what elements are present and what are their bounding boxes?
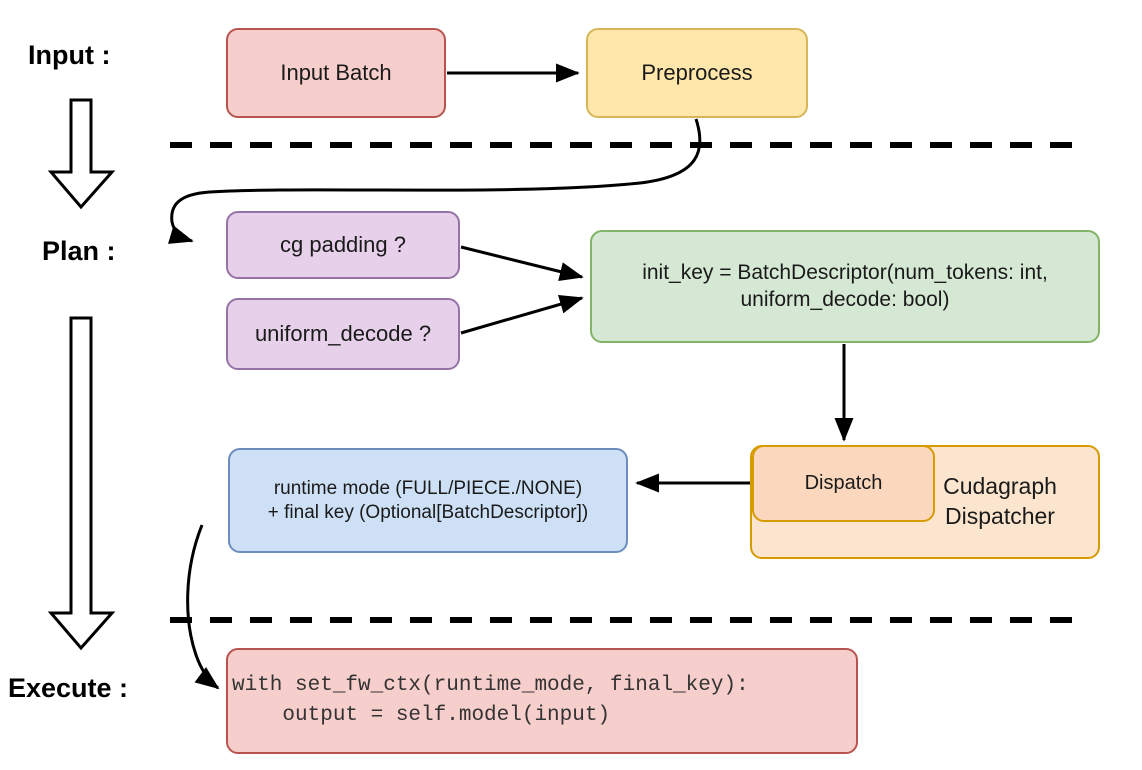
runtime-mode-to-exec-code-arrow xyxy=(186,524,220,690)
node-preprocess-label: Preprocess xyxy=(641,60,753,86)
plan-to-execute-arrow xyxy=(47,316,116,651)
node-cudagraph-dispatcher-label: Cudagraph Dispatcher xyxy=(943,473,1057,529)
node-cg-padding-label: cg padding ? xyxy=(280,232,406,258)
stage-label-input: Input : xyxy=(28,40,111,70)
node-runtime-mode-line1: runtime mode (FULL/PIECE./NONE) xyxy=(273,477,583,499)
stage-label-plan: Plan : xyxy=(42,236,116,266)
node-dispatch[interactable]: Dispatch xyxy=(752,445,935,522)
node-runtime-mode[interactable]: runtime mode (FULL/PIECE./NONE) + final … xyxy=(228,448,628,553)
node-preprocess[interactable]: Preprocess xyxy=(586,28,808,118)
node-init-key-text: init_key = BatchDescriptor(num_tokens: i… xyxy=(642,260,1048,313)
cg-padding-to-init-key-arrow xyxy=(460,245,584,281)
node-runtime-mode-line2: + final key (Optional[BatchDescriptor]) xyxy=(267,501,589,523)
input-to-plan-arrow xyxy=(47,98,116,210)
node-input-batch[interactable]: Input Batch xyxy=(226,28,446,118)
node-runtime-mode-text: runtime mode (FULL/PIECE./NONE) + final … xyxy=(268,477,589,525)
node-uniform-decode[interactable]: uniform_decode ? xyxy=(226,298,460,370)
node-init-key-line2: uniform_decode: bool) xyxy=(740,287,950,311)
uniform-decode-to-init-key-arrow xyxy=(460,294,584,335)
node-dispatch-label: Dispatch xyxy=(804,472,883,494)
node-exec-code[interactable]: with set_fw_ctx(runtime_mode, final_key)… xyxy=(226,648,858,754)
stage-label-execute: Execute : xyxy=(8,673,129,703)
node-init-key[interactable]: init_key = BatchDescriptor(num_tokens: i… xyxy=(590,230,1100,343)
node-exec-code-text: with set_fw_ctx(runtime_mode, final_key)… xyxy=(232,673,749,727)
node-init-key-line1: init_key = BatchDescriptor(num_tokens: i… xyxy=(642,261,1048,285)
node-input-batch-label: Input Batch xyxy=(280,60,392,86)
node-uniform-decode-label: uniform_decode ? xyxy=(254,321,432,347)
node-cg-padding[interactable]: cg padding ? xyxy=(226,211,460,279)
